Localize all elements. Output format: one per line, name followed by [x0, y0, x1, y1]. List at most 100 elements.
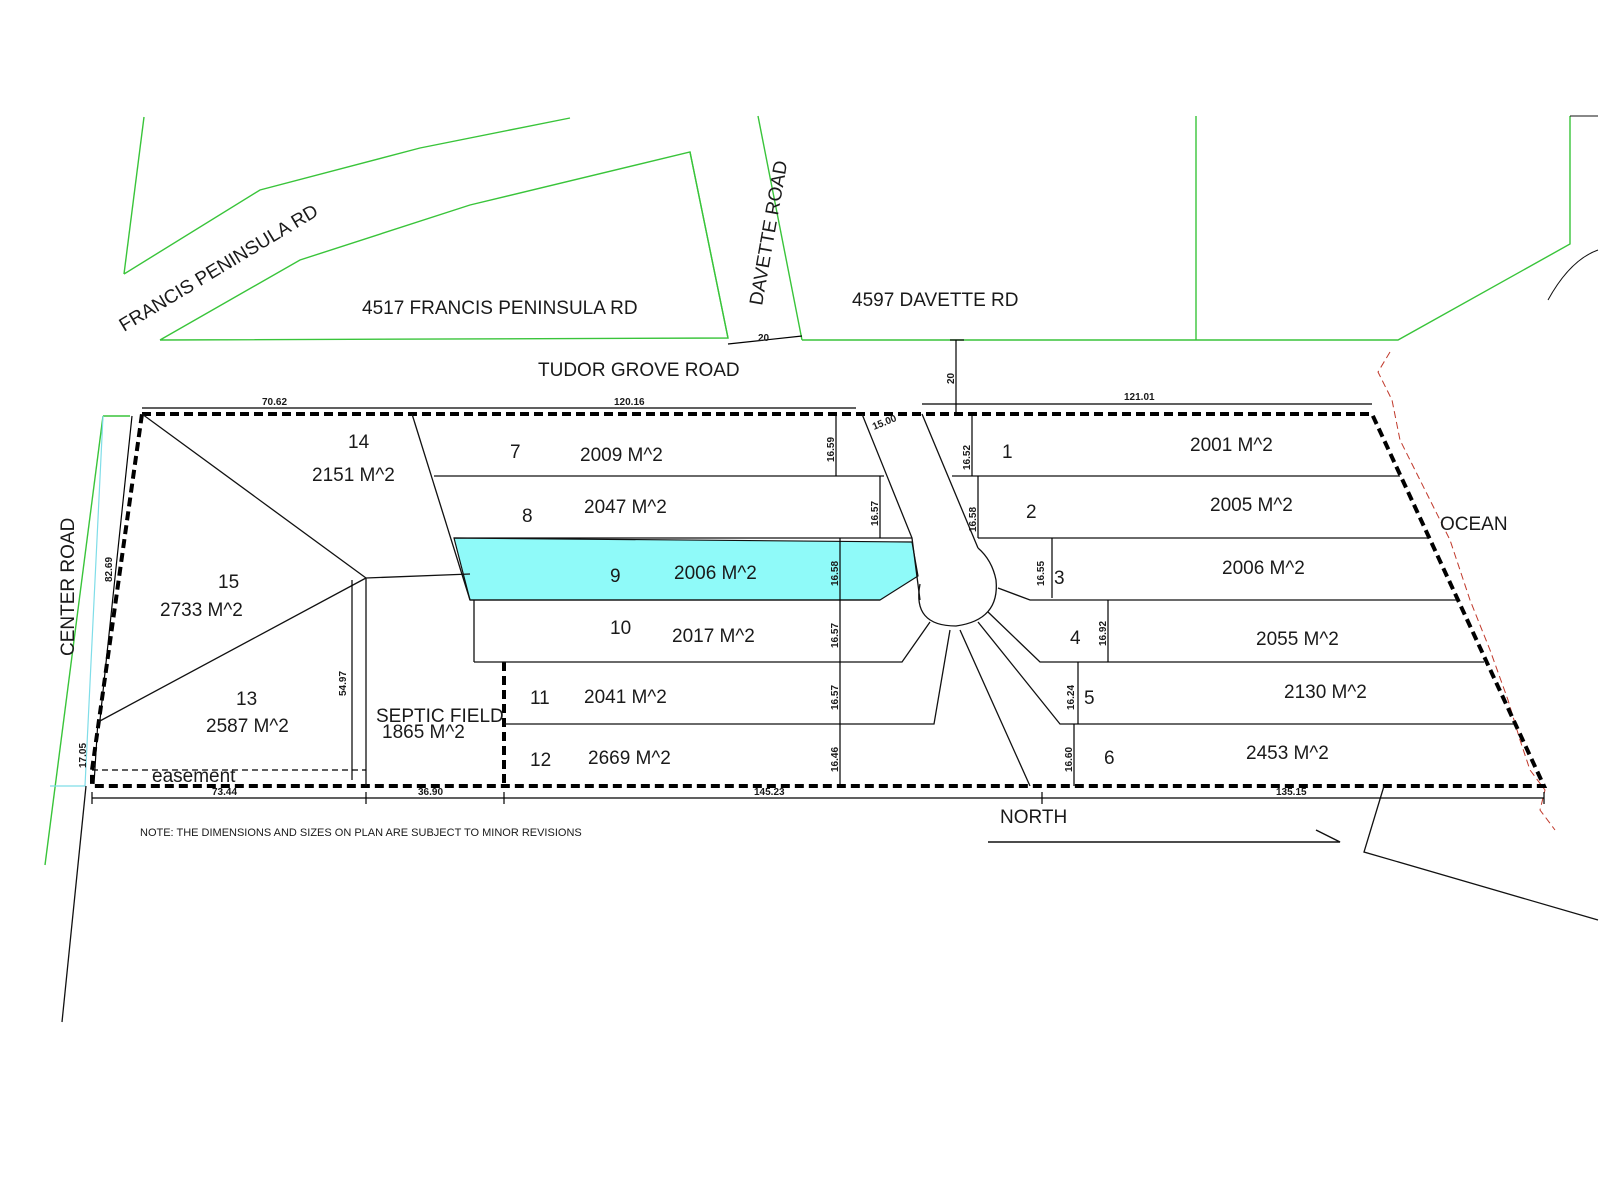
- dim-top-west: 70.62: [262, 397, 287, 408]
- lot-area: 2041 M^2: [584, 687, 667, 708]
- davette-4597-parcel-label: 4597 DAVETTE RD: [852, 290, 1018, 311]
- center-road-cyan-edge: [50, 415, 104, 787]
- lot-area: 2130 M^2: [1284, 682, 1367, 703]
- dim-bottom-3: 145.23: [754, 787, 785, 798]
- dim-west-lower: 17.05: [78, 743, 89, 768]
- dim-line-west-upper: [99, 415, 133, 721]
- lot-width-label: 16.57: [830, 623, 841, 648]
- lot11-lot12-divider: [504, 629, 951, 725]
- tudor-grove-road-label: TUDOR GROVE ROAD: [538, 360, 740, 381]
- lot-width-label: 16.55: [1036, 561, 1047, 586]
- lot-area: 2047 M^2: [584, 497, 667, 518]
- dim-cul-de-sac: 15.00: [871, 413, 899, 433]
- center-road-label: CENTER ROAD: [58, 518, 79, 656]
- lot-width-label: 16.59: [826, 437, 837, 462]
- easement-label: easement: [152, 766, 236, 787]
- ocean-shoreline: [1377, 351, 1556, 831]
- francis-peninsula-road-label: FRANCIS PENINSULA RD: [116, 201, 322, 336]
- davette-road-east-edge: [757, 115, 803, 341]
- davette-road-west-edge: [689, 151, 729, 339]
- lot-area: 2017 M^2: [672, 626, 755, 647]
- lot-number: 11: [530, 688, 550, 709]
- access-road-west-edge: [861, 413, 921, 601]
- lot-area: 2006 M^2: [1222, 558, 1305, 579]
- francis-peninsula-road-edge: [123, 116, 145, 275]
- lot-width-label: 16.24: [1066, 685, 1077, 710]
- cul-de-sac-bulb: [918, 547, 997, 627]
- davette-4597-parcel-edge: [802, 116, 1571, 341]
- lot-area: 2453 M^2: [1246, 743, 1329, 764]
- lot-area: 2055 M^2: [1256, 629, 1339, 650]
- subdivision-boundary: [90, 412, 1548, 788]
- dim-road-access: 20: [946, 372, 957, 384]
- dim-top-east: 121.01: [1124, 392, 1155, 403]
- lot-number: 8: [522, 506, 533, 527]
- exterior-line-east: [1363, 785, 1599, 921]
- lot-width-label: 16.58: [830, 561, 841, 586]
- dim-line-west-lower: [93, 719, 99, 785]
- lot-number: 3: [1054, 568, 1065, 589]
- dim-septic-depth: 54.97: [338, 671, 349, 696]
- lot4-lot5-divider: [987, 611, 1484, 663]
- lot-area: 2001 M^2: [1190, 435, 1273, 456]
- davette-road-label: DAVETTE ROAD: [746, 159, 792, 307]
- lot-width-label: 16.52: [962, 445, 973, 470]
- east-corner-curve: [1547, 249, 1599, 301]
- lot-number: 7: [510, 442, 521, 463]
- exterior-line-west: [61, 785, 87, 1023]
- lot-area: 2005 M^2: [1210, 495, 1293, 516]
- dim-bottom-1: 73.44: [212, 787, 237, 798]
- lot-number: 15: [218, 572, 239, 593]
- dim-west-upper: 82.69: [104, 557, 115, 582]
- lot15-diagonal-top: [141, 413, 367, 579]
- lot12-cul-de-sac-edge: [959, 629, 1031, 787]
- lot3-lot4-divider: [997, 587, 1456, 601]
- lot14-lot15-divider: [365, 573, 471, 579]
- lot-number: 2: [1026, 502, 1037, 523]
- dim-bottom-2: 36.90: [418, 787, 443, 798]
- center-road-edge: [44, 415, 104, 866]
- lot-number: 6: [1104, 748, 1115, 769]
- lot14-east-edge: [411, 413, 471, 601]
- lot5-lot6-divider: [977, 621, 1514, 725]
- dimension-lines: [91, 335, 1545, 804]
- plan-note: NOTE: THE DIMENSIONS AND SIZES ON PLAN A…: [140, 827, 582, 839]
- lot-width-label: 16.57: [870, 501, 881, 526]
- lot-lines: [61, 413, 1599, 1023]
- north-arrow: [988, 829, 1341, 843]
- lot-number: 14: [348, 432, 370, 453]
- septic-field-area: 1865 M^2: [382, 722, 465, 743]
- lot-width-label: 16.60: [1064, 747, 1075, 772]
- lot-number: 9: [610, 566, 621, 587]
- lot-width-label: 16.57: [830, 685, 841, 710]
- dim-top-middle: 120.16: [614, 397, 645, 408]
- lot-width-label: 16.92: [1098, 621, 1109, 646]
- francis-4517-parcel-edge: [159, 151, 729, 341]
- lot-area: 2733 M^2: [160, 600, 243, 621]
- lot10-lot11-divider: [474, 621, 931, 663]
- francis-road-curve-upper: [123, 117, 571, 275]
- ocean-label: OCEAN: [1440, 514, 1508, 535]
- dim-bottom-4: 135.15: [1276, 787, 1307, 798]
- lot-area: 2006 M^2: [674, 563, 757, 584]
- lot-area: 2669 M^2: [588, 748, 671, 769]
- dim-road-davette: 20: [758, 333, 770, 344]
- lot-width-label: 16.46: [830, 747, 841, 772]
- lot15-diagonal-bottom: [97, 577, 367, 723]
- lot-number: 5: [1084, 688, 1095, 709]
- dim-line-road-davette: [727, 335, 803, 345]
- access-road-east-edge: [921, 413, 979, 549]
- lot-number: 1: [1002, 442, 1013, 463]
- septic-field-label: SEPTIC FIELD: [376, 706, 504, 727]
- francis-4517-parcel-label: 4517 FRANCIS PENINSULA RD: [362, 298, 638, 319]
- north-label: NORTH: [1000, 807, 1067, 828]
- lot-area: 2009 M^2: [580, 445, 663, 466]
- lot-width-label: 16.58: [968, 507, 979, 532]
- lot-number: 4: [1070, 628, 1081, 649]
- lot-number: 12: [530, 750, 551, 771]
- lot-area: 2151 M^2: [312, 465, 395, 486]
- lot-area: 2587 M^2: [206, 716, 289, 737]
- lot-number: 10: [610, 618, 631, 639]
- lot-number: 13: [236, 689, 257, 710]
